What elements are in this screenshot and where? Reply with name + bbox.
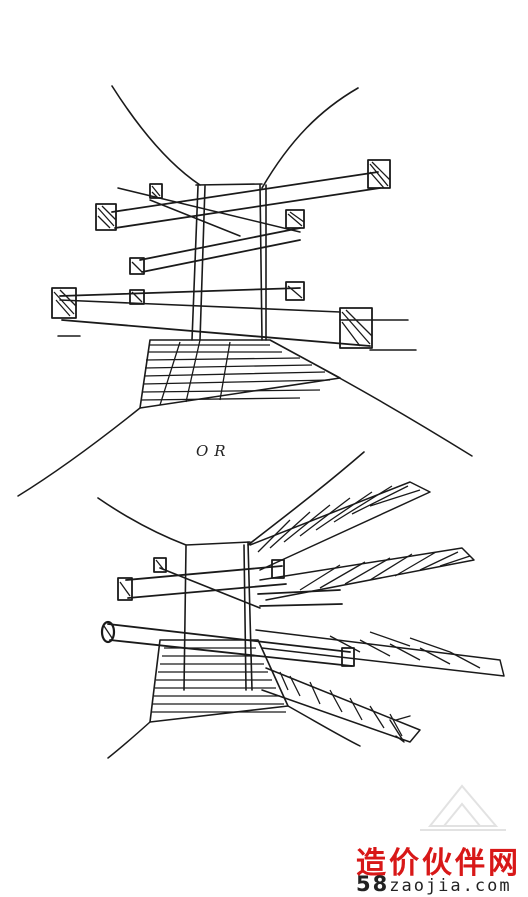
watermark-url-domain: zaojia.com <box>389 876 512 896</box>
watermark-url-number: 58 <box>356 872 390 896</box>
watermark-logo <box>420 784 506 831</box>
or-separator: OR <box>196 442 232 460</box>
bottom-sketch <box>97 451 505 759</box>
watermark-url: 58zaojia.com <box>356 872 512 896</box>
top-sketch <box>17 85 473 497</box>
watermark-brand: 造价伙伴网 <box>356 846 521 881</box>
